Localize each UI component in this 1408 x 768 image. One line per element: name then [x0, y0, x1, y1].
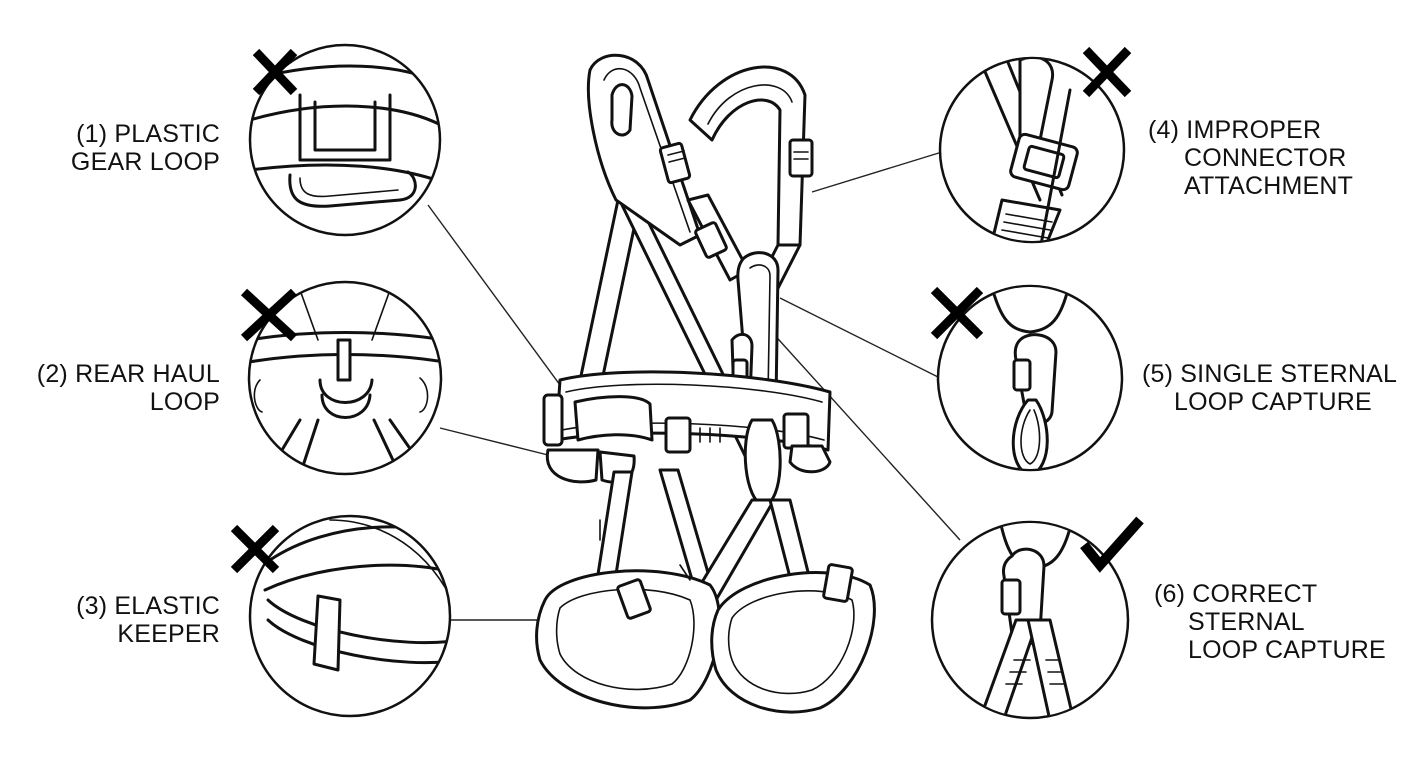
- cross-icon: [230, 524, 280, 574]
- inset-5-single-sternal-loop: [930, 284, 1124, 472]
- callout-4-line-3: ATTACHMENT: [1184, 172, 1354, 200]
- leader-line-6: [769, 329, 961, 541]
- callout-label-3: (3) ELASTIC KEEPER: [76, 592, 220, 648]
- callout-label-5: (5) SINGLE STERNAL LOOP CAPTURE: [1142, 360, 1397, 416]
- callout-6-line-2: STERNAL: [1188, 608, 1305, 636]
- cross-icon: [930, 286, 984, 340]
- inset-1-plastic-gear-loop: [248, 43, 442, 237]
- callout-6-line-3: LOOP CAPTURE: [1188, 636, 1386, 664]
- callout-label-6: (6) CORRECT STERNAL LOOP CAPTURE: [1154, 580, 1386, 664]
- leader-lines: [427, 151, 961, 621]
- leader-line-2: [439, 427, 549, 456]
- callout-4-line-1: (4) IMPROPER: [1148, 116, 1322, 144]
- cross-icon: [252, 48, 298, 96]
- callout-label-1: (1) PLASTIC GEAR LOOP: [71, 120, 220, 176]
- callout-label-2: (2) REAR HAUL LOOP: [37, 360, 220, 416]
- inset-3-elastic-keeper: [230, 514, 452, 718]
- callout-5-line-1: (5) SINGLE STERNAL: [1142, 360, 1398, 388]
- callout-3-line-1: (3) ELASTIC: [76, 592, 220, 620]
- leader-line-1: [427, 204, 561, 386]
- callout-5-line-2: LOOP CAPTURE: [1174, 388, 1372, 416]
- harness-illustration: [535, 53, 876, 714]
- inset-2-rear-haul-loop: [240, 280, 443, 476]
- cross-icon: [1082, 46, 1132, 98]
- inset-6-correct-sternal-loop: [930, 516, 1144, 720]
- callout-2-line-1: (2) REAR HAUL: [36, 360, 220, 388]
- callout-label-4: (4) IMPROPER CONNECTOR ATTACHMENT: [1148, 116, 1353, 200]
- callout-3-line-2: KEEPER: [117, 620, 220, 648]
- inset-4-improper-connector: [938, 46, 1132, 244]
- callout-2-line-2: LOOP: [149, 388, 220, 416]
- callout-1-line-2: GEAR LOOP: [70, 148, 220, 176]
- leader-line-4: [811, 151, 943, 193]
- callout-1-line-1: (1) PLASTIC: [76, 120, 220, 148]
- callout-4-line-2: CONNECTOR: [1184, 144, 1347, 172]
- leader-line-5: [779, 297, 941, 379]
- callout-6-line-1: (6) CORRECT: [1154, 580, 1318, 608]
- cross-icon: [240, 288, 298, 342]
- check-icon: [1080, 516, 1144, 573]
